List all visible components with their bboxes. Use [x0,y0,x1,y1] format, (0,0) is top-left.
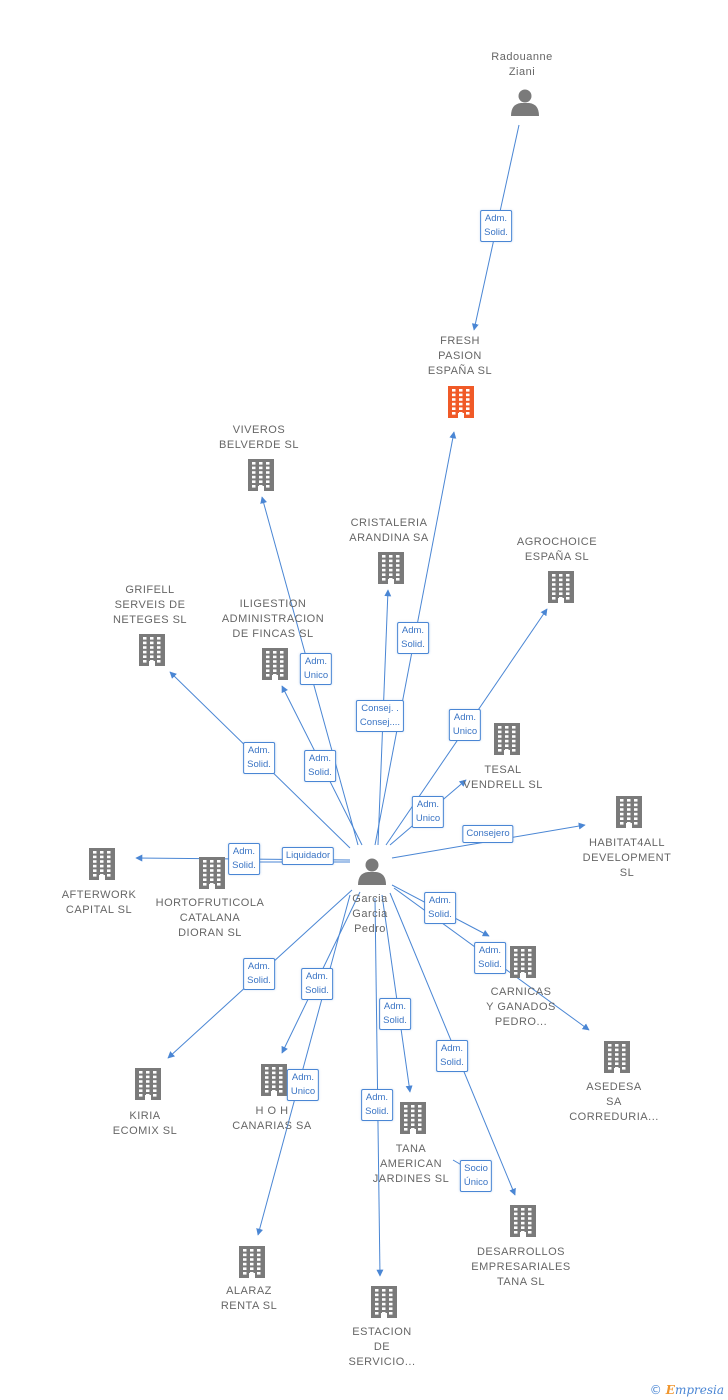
node-label-habitat[interactable]: HABITAT4ALL DEVELOPMENT SL [582,837,672,879]
building-icon[interactable] [239,1246,265,1278]
building-icon[interactable] [199,857,225,889]
building-icon[interactable] [616,796,642,828]
building-icon[interactable] [494,723,520,755]
node-label-cristaleria[interactable]: CRISTALERIA ARANDINA SA [349,517,429,544]
edge-label-garcia-afterwork: Adm. Solid. [228,843,260,875]
node-label-grifell[interactable]: GRIFELL SERVEIS DE NETEGES SL [112,584,188,626]
building-icon[interactable] [89,848,115,880]
node-label-alaraz[interactable]: ALARAZ RENTA SL [220,1285,278,1312]
building-icon[interactable] [400,1102,426,1134]
node-label-garcia[interactable]: Garcia Garcia Pedro [352,893,388,935]
building-icon[interactable] [248,459,274,491]
building-icon[interactable] [262,648,288,680]
edge-label-garcia-alaraz: Adm. Unico [286,1069,320,1101]
edge-label-garcia-habitat: Consejero [462,825,514,843]
person-icon[interactable] [511,89,539,117]
building-icon[interactable] [135,1068,161,1100]
building-icon[interactable] [548,571,574,603]
edge-label-garcia-carnicas: Adm. Solid. [424,892,456,924]
edge-label-garcia-tesal: Adm. Unico [411,796,445,828]
edge-label-garcia-tana: Adm. Solid. [379,998,411,1030]
node-label-estacion[interactable]: ESTACION DE SERVICIO... [348,1326,416,1368]
node-label-carnicas[interactable]: CARNICAS Y GANADOS PEDRO... [486,986,556,1028]
node-label-tesal[interactable]: TESAL VENDRELL SL [463,764,543,791]
edge-label-garcia-fresh: Adm. Solid. [397,622,429,654]
edge-label-garcia-viveros: Adm. Solid. [243,742,275,774]
edge-label-garcia-agrochoice: Adm. Unico [448,709,482,741]
footer-brand[interactable]: ©Empresia [650,1383,724,1397]
node-label-asedesa[interactable]: ASEDESA SA CORREDURIA... [569,1081,659,1123]
node-label-agrochoice[interactable]: AGROCHOICE ESPAÑA SL [516,536,598,563]
building-icon[interactable] [378,552,404,584]
building-icon[interactable] [139,634,165,666]
edge-label-garcia-hortofruticola: Liquidador [281,847,335,865]
node-label-afterwork[interactable]: AFTERWORK CAPITAL SL [61,889,137,916]
building-icon[interactable] [604,1041,630,1073]
node-label-tana[interactable]: TANA AMERICAN JARDINES SL [372,1143,450,1185]
building-icon[interactable] [510,1205,536,1237]
brand-initial: E [665,1383,675,1397]
node-label-viveros[interactable]: VIVEROS BELVERDE SL [219,424,299,451]
edge-label-radouanne-fresh: Adm. Solid. [480,210,512,242]
building-icon[interactable] [510,946,536,978]
building-icon[interactable] [371,1286,397,1318]
node-label-kiria[interactable]: KIRIA ECOMIX SL [112,1110,178,1137]
building-icon[interactable] [448,386,474,418]
edge-label-garcia-iligestion: Adm. Unico [299,653,333,685]
copyright-mark: © [649,1383,662,1397]
node-label-hoh[interactable]: H O H CANARIAS SA [232,1105,312,1132]
building-icon[interactable] [261,1064,287,1096]
node-label-radouanne[interactable]: Radouanne Ziani [491,51,553,78]
edge-label-garcia-hoh: Adm. Solid. [301,968,333,1000]
node-label-desarrollos[interactable]: DESARROLLOS EMPRESARIALES TANA SL [471,1246,571,1288]
edge-label-garcia-cristaleria: Consej. . Consej.... [355,700,405,732]
edge-garcia-tana [381,894,413,1093]
node-label-fresh[interactable]: FRESH PASION ESPAÑA SL [427,335,493,377]
edge-garcia-alaraz [256,894,351,1236]
node-label-iligestion[interactable]: ILIGESTION ADMINISTRACION DE FINCAS SL [221,598,325,640]
edge-label-garcia-estacion: Adm. Solid. [361,1089,393,1121]
brand-name: mpresia [674,1383,724,1397]
node-label-hortofruticola[interactable]: HORTOFRUTICOLA CATALANA DIORAN SL [155,897,265,939]
person-icon[interactable] [358,858,386,886]
edge-label-garcia-grifell: Adm. Solid. [304,750,336,782]
edge-label-garcia-asedesa: Adm. Solid. [474,942,506,974]
edge-garcia-estacion [374,897,384,1277]
edge-label-garcia-kiria: Adm. Solid. [243,958,275,990]
edge-label-garcia-tana: Socio Único [459,1160,493,1192]
edge-label-garcia-desarrollos: Adm. Solid. [436,1040,468,1072]
